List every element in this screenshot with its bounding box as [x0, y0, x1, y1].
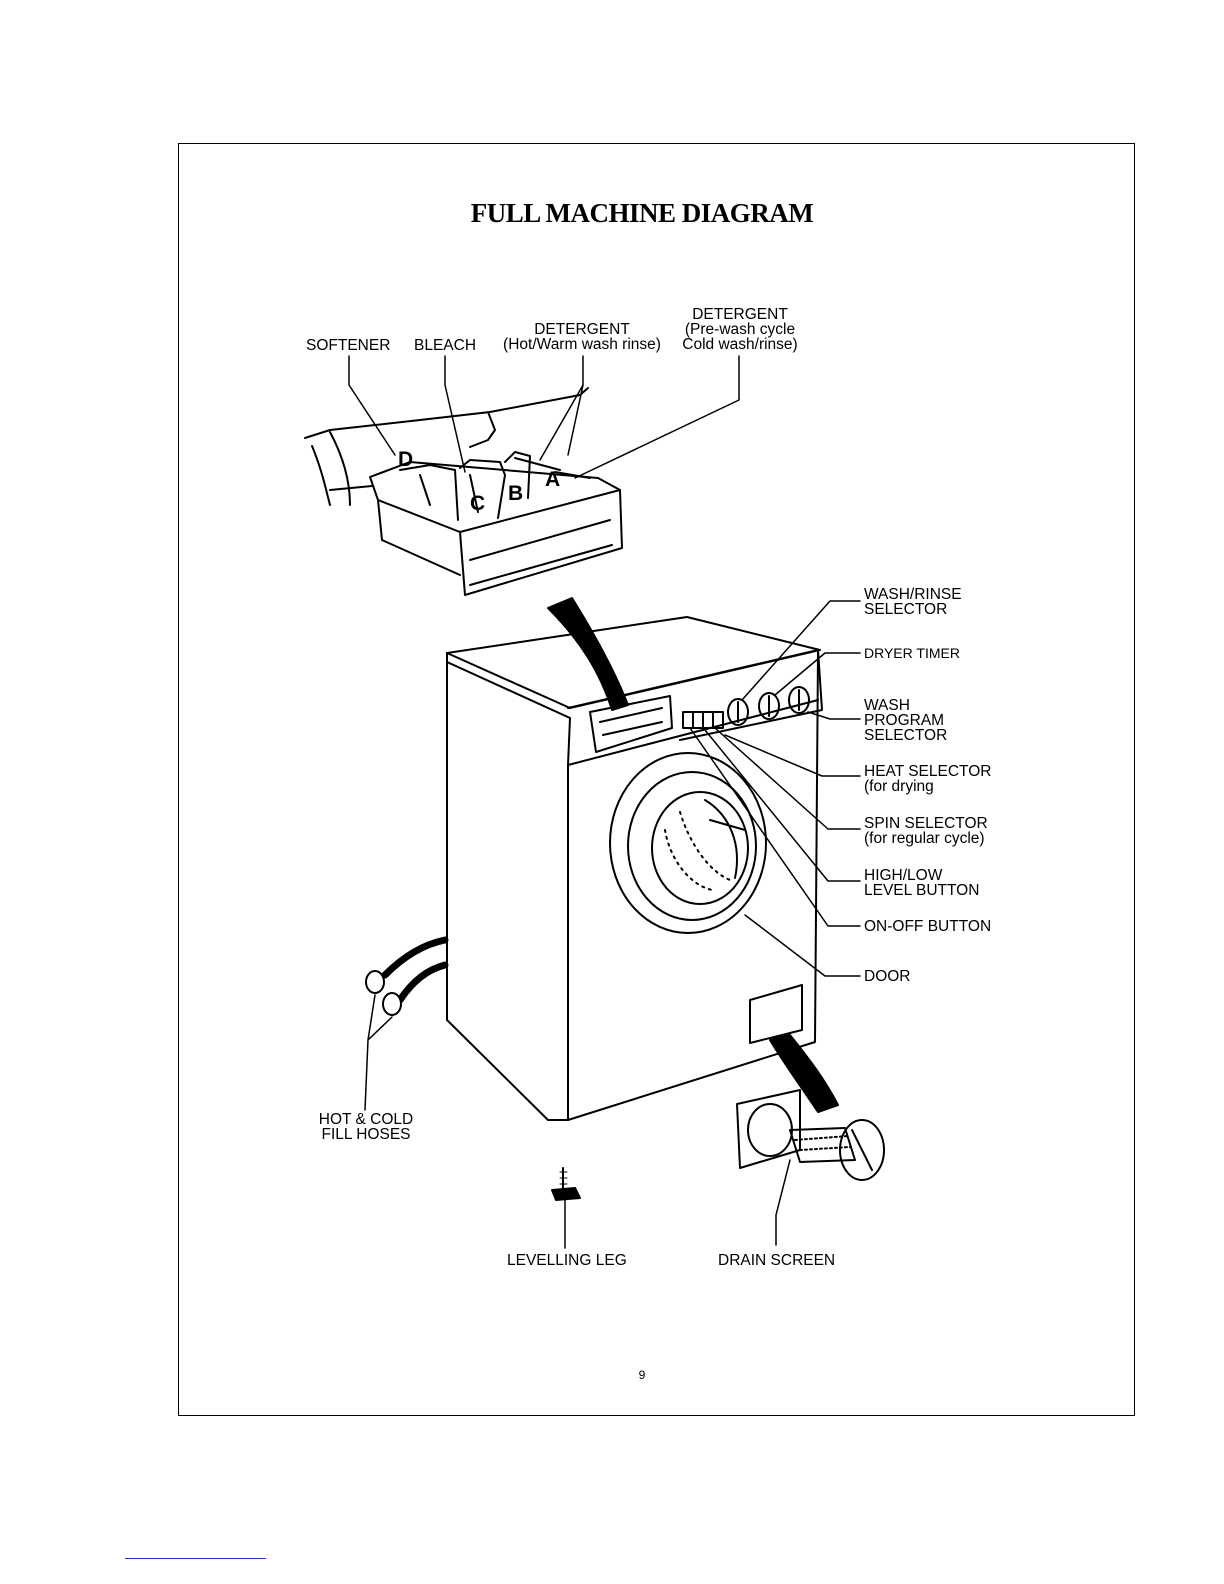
- wash-rinse-line2: SELECTOR: [864, 601, 948, 618]
- spin-line2: (for regular cycle): [864, 830, 985, 847]
- wash-rinse-line1: WASH/RINSE: [864, 586, 962, 603]
- heat-line1: HEAT SELECTOR: [864, 763, 992, 780]
- page-title: FULL MACHINE DIAGRAM: [470, 198, 814, 228]
- wash-program-line3: SELECTOR: [864, 727, 948, 744]
- detergent-main-label: DETERGENT (Hot/Warm wash rinse): [500, 321, 664, 353]
- softener-label: SOFTENER: [306, 337, 391, 354]
- highlow-line1: HIGH/LOW: [864, 867, 943, 884]
- detergent-main-line1: DETERGENT: [534, 321, 630, 338]
- on-off-button-label: ON-OFF BUTTON: [864, 918, 992, 935]
- dispenser-leader-lines: [348, 355, 740, 479]
- drawer-arrow: [547, 597, 629, 711]
- washer-body-drawing: [446, 616, 823, 1121]
- detergent-pre-line3: Cold wash/rinse): [682, 336, 798, 353]
- compartment-d-label: D: [398, 448, 414, 471]
- footer-rule: [125, 1558, 266, 1559]
- wash-program-line1: WASH: [864, 697, 910, 714]
- detergent-pre-label: DETERGENT (Pre-wash cycle Cold wash/rins…: [676, 306, 804, 353]
- drain-screen-drawing: [736, 1034, 885, 1246]
- door-label: DOOR: [864, 968, 911, 985]
- hoses-line2: FILL HOSES: [321, 1126, 411, 1143]
- compartment-b-label: B: [508, 482, 524, 505]
- heat-line2: (for drying: [864, 778, 934, 795]
- controls-leader-lines: [689, 600, 861, 977]
- high-low-level-button-label: HIGH/LOW LEVEL BUTTON: [864, 867, 980, 899]
- spin-line1: SPIN SELECTOR: [864, 815, 988, 832]
- compartment-a-label: A: [545, 468, 561, 491]
- levelling-leg-drawing: [551, 1167, 581, 1249]
- wash-program-line2: PROGRAM: [864, 712, 945, 729]
- compartment-c-label: C: [470, 492, 486, 515]
- dryer-timer-label: DRYER TIMER: [864, 645, 960, 661]
- detergent-pre-line1: DETERGENT: [692, 306, 788, 323]
- bleach-label: BLEACH: [414, 337, 477, 354]
- detergent-pre-line2: (Pre-wash cycle: [684, 321, 796, 338]
- fill-hoses-label: HOT & COLD FILL HOSES: [312, 1111, 420, 1143]
- page-frame: [178, 143, 1135, 1416]
- fill-hoses-drawing: [364, 936, 449, 1111]
- dispenser-drawer-drawing: [304, 387, 623, 596]
- levelling-leg-label: LEVELLING LEG: [507, 1252, 627, 1269]
- spin-selector-label: SPIN SELECTOR (for regular cycle): [864, 815, 988, 847]
- wash-rinse-selector-label: WASH/RINSE SELECTOR: [864, 586, 962, 618]
- heat-selector-label: HEAT SELECTOR (for drying: [864, 763, 992, 795]
- drain-screen-label: DRAIN SCREEN: [718, 1252, 836, 1269]
- wash-program-selector-label: WASH PROGRAM SELECTOR: [864, 697, 948, 744]
- hoses-line1: HOT & COLD: [318, 1111, 414, 1128]
- highlow-line2: LEVEL BUTTON: [864, 882, 980, 899]
- detergent-main-line2: (Hot/Warm wash rinse): [503, 336, 661, 353]
- page-number: 9: [638, 1368, 646, 1382]
